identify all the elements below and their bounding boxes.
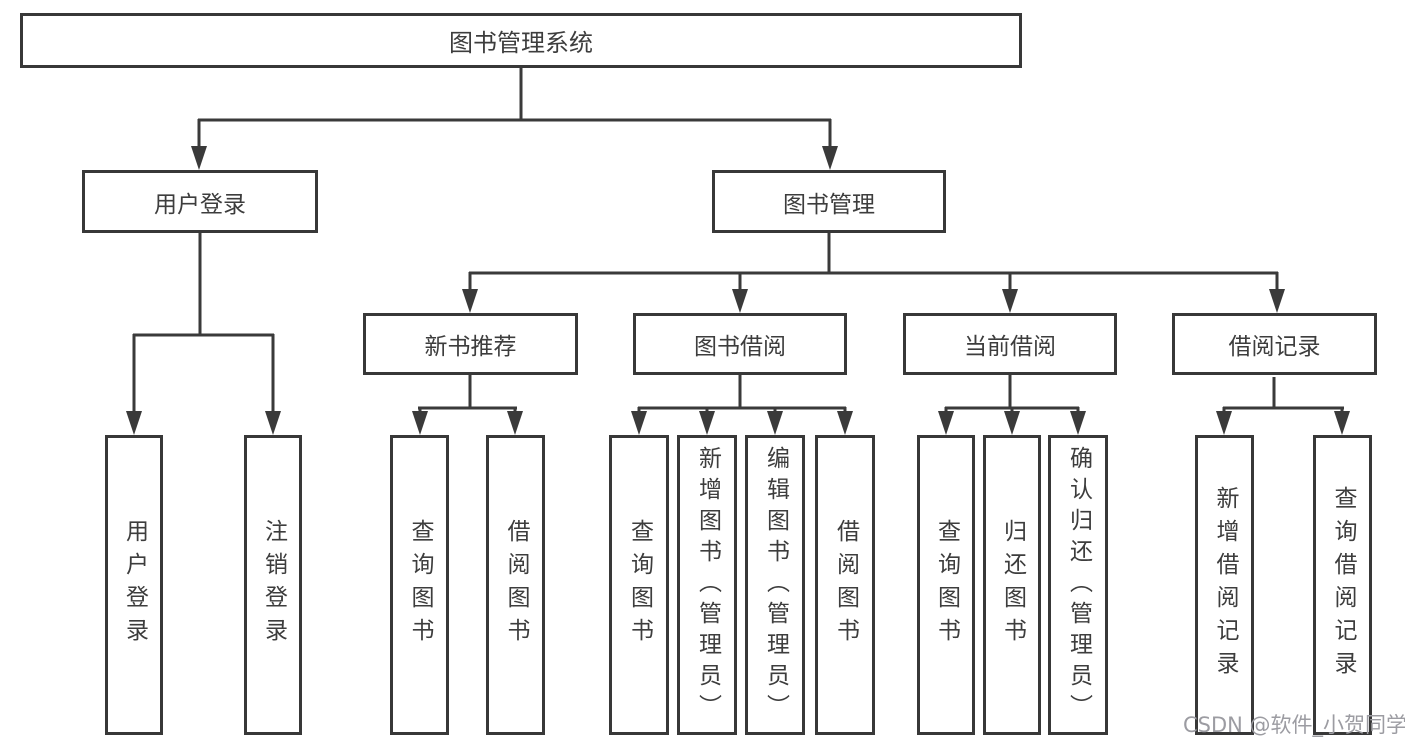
leaf-borrow-book: 借阅图书: [815, 435, 875, 735]
node-label: 查询图书: [407, 519, 433, 651]
csdn-watermark: CSDN @软件_小贺同学: [1183, 713, 1405, 737]
node-new-book-recommend: 新书推荐: [363, 313, 578, 375]
leaf-current-query-book: 查询图书: [917, 435, 975, 735]
node-book-borrow: 图书借阅: [633, 313, 847, 375]
node-label: 当前借阅: [964, 334, 1056, 360]
node-book-management: 图书管理: [712, 170, 946, 233]
node-label: 新增图书（管理员）: [694, 445, 721, 725]
node-label: 借阅图书: [832, 519, 859, 651]
node-label: 注销登录: [260, 519, 287, 651]
leaf-confirm-return-admin: 确认归还（管理员）: [1048, 435, 1108, 735]
leaf-logout: 注销登录: [244, 435, 302, 735]
leaf-query-borrow-record: 查询借阅记录: [1313, 435, 1372, 735]
leaf-recommend-query-book: 查询图书: [390, 435, 449, 735]
node-user-login: 用户登录: [82, 170, 318, 233]
leaf-return-book: 归还图书: [983, 435, 1041, 735]
node-label: 借阅图书: [503, 519, 529, 651]
node-label: 图书管理系统: [449, 29, 593, 57]
leaf-add-book-admin: 新增图书（管理员）: [677, 435, 737, 735]
node-label: 新书推荐: [424, 334, 517, 360]
node-label: 图书借阅: [694, 334, 786, 360]
leaf-recommend-borrow-book: 借阅图书: [486, 435, 545, 735]
node-label: 新增借阅记录: [1212, 486, 1238, 684]
node-label: 借阅记录: [1228, 334, 1321, 360]
node-label: 图书管理: [783, 191, 875, 218]
leaf-add-borrow-record: 新增借阅记录: [1195, 435, 1254, 735]
leaf-borrow-query-book: 查询图书: [609, 435, 669, 735]
node-label: 确认归还（管理员）: [1065, 445, 1092, 725]
node-label: 用户登录: [121, 519, 148, 651]
node-label: 查询图书: [933, 519, 960, 651]
node-borrow-record: 借阅记录: [1172, 313, 1377, 375]
node-label: 查询图书: [626, 519, 653, 651]
leaf-edit-book-admin: 编辑图书（管理员）: [745, 435, 805, 735]
node-root-system: 图书管理系统: [20, 13, 1022, 68]
node-label: 查询借阅记录: [1330, 486, 1356, 684]
node-label: 用户登录: [154, 191, 246, 218]
node-current-borrow: 当前借阅: [903, 313, 1117, 375]
node-label: 归还图书: [999, 519, 1026, 651]
node-label: 编辑图书（管理员）: [762, 445, 789, 725]
leaf-user-login: 用户登录: [105, 435, 163, 735]
